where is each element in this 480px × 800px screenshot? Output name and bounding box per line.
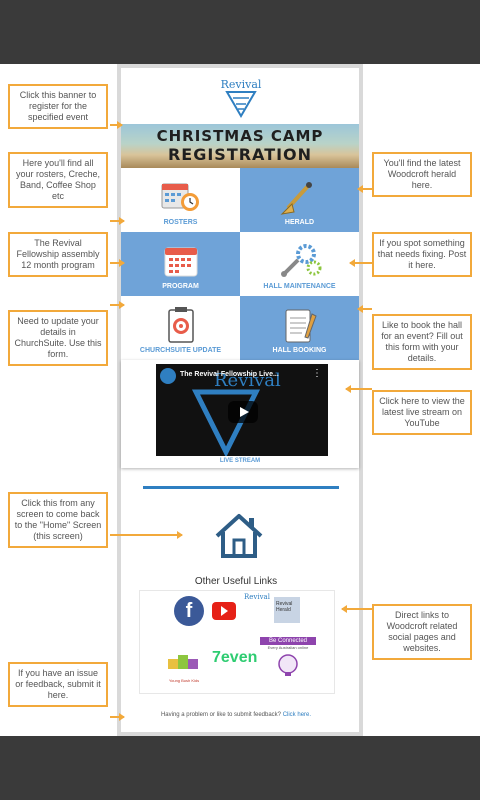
callout-livestream: Click here to view the latest live strea… — [372, 390, 472, 435]
callout-arrow — [357, 305, 372, 313]
callout-arrow — [345, 385, 372, 393]
tile-herald[interactable]: HERALD — [240, 168, 359, 232]
kids-link-text: Young Bush Kids — [168, 678, 200, 683]
play-button[interactable] — [228, 401, 258, 423]
useful-links-panel: f Revival Revival Herald Young Bush Kids… — [139, 590, 335, 694]
guide-canvas: Revival CHRISTMAS CAMP REGISTRATION — [0, 64, 480, 736]
tile-hall-maintenance[interactable]: HALL MAINTENANCE — [240, 232, 359, 296]
callout-arrow — [110, 217, 125, 225]
calendar-clock-icon — [161, 183, 199, 211]
be-connected-subtitle: Every Australian online — [267, 645, 309, 650]
tile-label: HALL BOOKING — [272, 347, 327, 354]
blocks-icon — [168, 655, 198, 669]
seven-link-text: 7even — [212, 649, 258, 666]
callout-arrow — [110, 713, 125, 721]
revival-link-text: Revival — [244, 593, 270, 601]
form-pencil-icon — [285, 309, 317, 343]
live-stream-card: Revival The Revival Fellowship Live... ⋮… — [121, 360, 359, 468]
tile-label: HALL MAINTENANCE — [263, 283, 336, 290]
callout-banner: Click this banner to register for the sp… — [8, 84, 108, 129]
callout-arrow — [110, 301, 125, 309]
callout-arrow — [341, 605, 372, 613]
callout-home: Click this from any screen to come back … — [8, 492, 108, 548]
callout-booking: Like to book the hall for an event? Fill… — [372, 314, 472, 370]
facebook-icon[interactable]: f — [174, 596, 204, 626]
home-icon[interactable] — [213, 512, 265, 560]
be-connected-title: Be Connected — [260, 637, 316, 645]
callout-feedback: If you have an issue or feedback, submit… — [8, 662, 108, 707]
callout-rosters: Here you'll find all your rosters, Crech… — [8, 152, 108, 208]
young-bush-kids-link[interactable]: Young Bush Kids — [166, 649, 202, 683]
banner-subtitle: REGISTRATION — [167, 145, 313, 164]
herald-link-text: Revival Herald — [276, 601, 293, 613]
youtube-icon[interactable] — [212, 602, 236, 620]
callout-arrow — [357, 185, 372, 193]
revival-herald-link[interactable]: Revival Herald — [274, 597, 300, 623]
calendar-icon — [164, 247, 198, 277]
callout-herald: You'll find the latest Woodcroft herald … — [372, 152, 472, 197]
navigation-bar — [0, 736, 480, 800]
clipboard-target-icon — [168, 307, 194, 343]
tile-churchsuite-update[interactable]: CHURCHSUITE UPDATE — [121, 296, 240, 360]
tile-label: HERALD — [284, 219, 315, 226]
youtube-video-embed[interactable]: Revival The Revival Fellowship Live... ⋮ — [156, 364, 328, 456]
callout-arrow — [349, 259, 372, 267]
callout-links: Direct links to Woodcroft related social… — [372, 604, 472, 660]
christmas-camp-banner[interactable]: CHRISTMAS CAMP REGISTRATION — [121, 124, 359, 168]
lightbulb-icon — [278, 654, 298, 676]
useful-links-heading: Other Useful Links — [194, 576, 278, 587]
logo-text: Revival — [220, 78, 262, 91]
more-options-icon[interactable]: ⋮ — [312, 368, 322, 379]
status-bar — [0, 0, 480, 64]
callout-churchsuite: Need to update your details in ChurchSui… — [8, 310, 108, 366]
feedback-link[interactable]: Click here. — [282, 712, 312, 718]
tile-program[interactable]: PROGRAM — [121, 232, 240, 296]
callout-maintenance: If you spot something that needs fixing.… — [372, 232, 472, 277]
tile-label: CHURCHSUITE UPDATE — [139, 347, 222, 354]
feedback-text: Having a problem or like to submit feedb… — [160, 712, 282, 718]
seven-link[interactable]: 7even — [212, 641, 258, 679]
be-connected-link[interactable]: Be Connected Every Australian online — [260, 637, 316, 683]
callout-arrow — [110, 259, 125, 267]
gears-wrench-icon — [281, 244, 322, 277]
tile-rosters[interactable]: ROSTERS — [121, 168, 240, 232]
tile-hall-booking[interactable]: HALL BOOKING — [240, 296, 359, 360]
callout-program: The Revival Fellowship assembly 12 month… — [8, 232, 108, 277]
callout-arrow — [110, 121, 123, 129]
divider — [143, 486, 339, 489]
video-title[interactable]: The Revival Fellowship Live... — [180, 371, 279, 378]
tile-label: ROSTERS — [163, 219, 198, 226]
callout-arrow — [110, 531, 183, 539]
banner-title: CHRISTMAS CAMP — [156, 127, 324, 145]
revival-website-link[interactable]: Revival — [244, 593, 270, 619]
channel-avatar[interactable] — [160, 368, 176, 384]
tile-label: PROGRAM — [162, 283, 199, 290]
feedback-line: Having a problem or like to submit feedb… — [117, 712, 355, 718]
revival-logo: Revival — [219, 78, 263, 118]
svg-text:Revival: Revival — [214, 370, 281, 391]
live-stream-label: LIVE STREAM — [219, 458, 261, 464]
app-screen: Revival CHRISTMAS CAMP REGISTRATION — [117, 64, 363, 736]
trumpet-icon — [280, 182, 312, 215]
